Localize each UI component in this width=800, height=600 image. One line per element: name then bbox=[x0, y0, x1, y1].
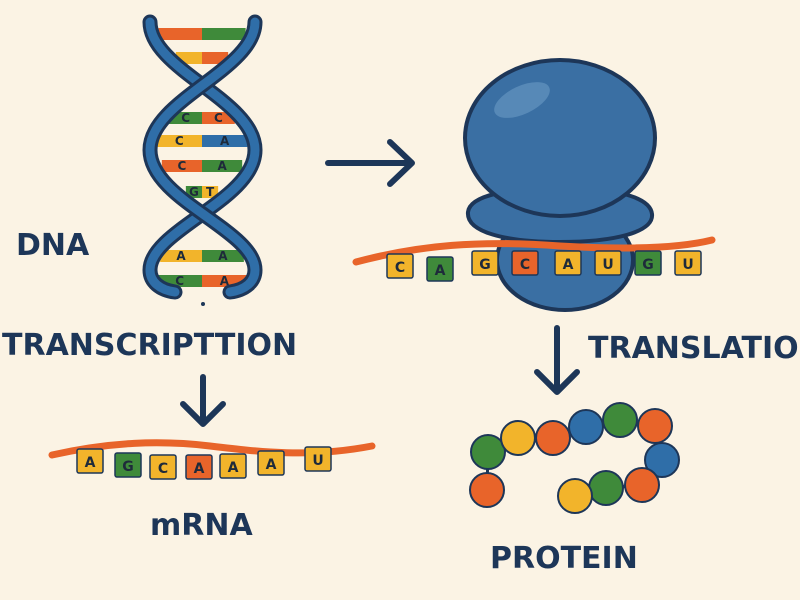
dna-base-letter: T bbox=[206, 185, 215, 199]
ribosome-large-subunit bbox=[463, 58, 657, 218]
amino-acid bbox=[637, 408, 673, 444]
base-left bbox=[158, 28, 202, 40]
mrna-base-letter: A bbox=[266, 457, 277, 473]
ribosome-base-letter: A bbox=[563, 257, 574, 273]
mrna-base-tile: A bbox=[257, 450, 285, 476]
mrna-base-tile: C bbox=[149, 454, 177, 480]
dna-base-pair bbox=[158, 28, 246, 40]
amino-acid bbox=[557, 478, 593, 514]
base-left bbox=[156, 135, 202, 147]
ribosome-highlight bbox=[494, 82, 550, 118]
dna-base-letter: C bbox=[175, 134, 184, 148]
amino-acid bbox=[602, 402, 638, 438]
amino-acid bbox=[624, 467, 660, 503]
amino-acid bbox=[644, 442, 680, 478]
dna-base-letter: A bbox=[220, 274, 230, 288]
mrna-base-letter: U bbox=[312, 453, 323, 469]
mrna-base-letter: A bbox=[228, 460, 239, 476]
arrow-down-transcription bbox=[180, 374, 226, 427]
amino-acid bbox=[588, 470, 624, 506]
dna-base-letter: C bbox=[178, 159, 187, 173]
arrow-down-translation bbox=[534, 325, 580, 395]
ribosome-base-letter: C bbox=[520, 257, 530, 273]
dna-base-letter: A bbox=[218, 249, 228, 263]
base-right bbox=[202, 135, 248, 147]
ribosome-base-letter: U bbox=[602, 257, 613, 273]
ribosome-mrna-backbone bbox=[352, 236, 716, 266]
dna-strand-front-fill bbox=[145, 17, 260, 297]
ribosome-base-tile: U bbox=[594, 250, 622, 276]
ribosome-base-letter: U bbox=[682, 257, 693, 273]
ribosome-base-letter: G bbox=[642, 257, 654, 273]
mrna-base-letter: G bbox=[122, 459, 134, 475]
base-left bbox=[161, 160, 202, 172]
amino-acid bbox=[500, 420, 536, 456]
dna-dot bbox=[201, 302, 205, 306]
amino-acid bbox=[535, 420, 571, 456]
dna-base-letter: A bbox=[176, 249, 186, 263]
amino-acid bbox=[568, 409, 604, 445]
dna-base-letter: A bbox=[220, 134, 230, 148]
dna-base-letter: C bbox=[214, 111, 223, 125]
ribosome-base-tile: G bbox=[634, 250, 662, 276]
ribosome-base-tile: A bbox=[426, 256, 454, 282]
dna-base-letter: A bbox=[217, 159, 227, 173]
mrna-label: mRNA bbox=[150, 508, 253, 543]
base-right bbox=[202, 160, 243, 172]
ribosome-base-letter: C bbox=[395, 260, 405, 276]
translation-label: TRANSLATIO bbox=[588, 331, 799, 366]
ribosome-base-tile: G bbox=[471, 250, 499, 276]
ribosome-base-tile: A bbox=[554, 250, 582, 276]
dna-base-letter: C bbox=[175, 274, 184, 288]
base-right bbox=[202, 250, 244, 262]
mrna-base-tile: U bbox=[304, 446, 332, 472]
dna-strand-back-fill bbox=[145, 17, 260, 297]
base-right bbox=[202, 186, 219, 198]
ribosome-base-tile: C bbox=[511, 250, 539, 276]
mrna-base-tile: A bbox=[185, 454, 213, 480]
dna-base-letter: G bbox=[189, 185, 199, 199]
protein-label: PROTEIN bbox=[490, 541, 638, 576]
mrna-base-letter: C bbox=[158, 461, 168, 477]
protein-chain bbox=[469, 402, 680, 514]
arrow-right bbox=[325, 139, 415, 187]
mrna-base-letter: A bbox=[85, 455, 96, 471]
mrna-base-letter: A bbox=[194, 461, 205, 477]
mrna-base-tile: A bbox=[76, 448, 104, 474]
amino-acid bbox=[469, 472, 505, 508]
ribosome-base-letter: A bbox=[435, 263, 446, 279]
transcription-label: TRANSCRIPTTION bbox=[2, 328, 297, 363]
ribosome-base-tile: U bbox=[674, 250, 702, 276]
mrna-base-tile: G bbox=[114, 452, 142, 478]
dna-base-letter: C bbox=[181, 111, 190, 125]
base-right bbox=[202, 28, 246, 40]
ribosome-base-letter: G bbox=[479, 257, 491, 273]
ribosome-base-tile: C bbox=[386, 253, 414, 279]
base-left bbox=[160, 250, 202, 262]
base-right bbox=[202, 112, 235, 124]
mrna-base-tile: A bbox=[219, 453, 247, 479]
amino-acid bbox=[470, 434, 506, 470]
dna-label: DNA bbox=[16, 228, 90, 263]
